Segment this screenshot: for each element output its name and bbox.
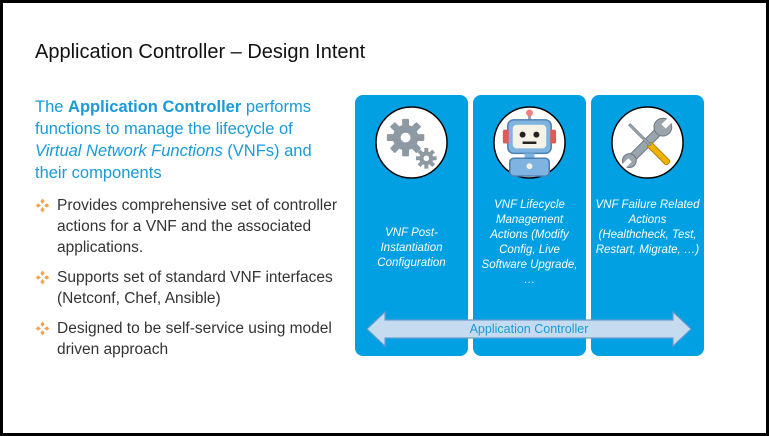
bullet-item: Provides comprehensive set of controller… — [35, 195, 345, 258]
panel-text: VNF Failure Related Actions (Healthcheck… — [595, 199, 700, 256]
bullet-item: Designed to be self-service using model … — [35, 318, 345, 360]
robot-icon — [493, 106, 566, 179]
arrow-label: Application Controller — [469, 322, 589, 336]
slide-title: Application Controller – Design Intent — [35, 41, 366, 63]
intro-emphasis: Virtual Network Functions — [35, 142, 223, 160]
intro-text-2: performs functions to manage the lifecyc… — [35, 98, 311, 138]
intro-paragraph: The Application Controller performs func… — [35, 96, 335, 184]
tools-icon — [611, 106, 684, 179]
intro-text-3: (VNFs) and their components — [35, 142, 312, 182]
bullet-text: Supports set of standard VNF interfaces … — [57, 269, 333, 307]
double-arrow-icon — [366, 311, 692, 347]
panel-text: VNF Post-Instantiation Configuration — [377, 227, 446, 269]
panel-text: VNF Lifecycle Management Actions (Modify… — [481, 199, 578, 286]
intro-text-1: The — [35, 98, 69, 116]
bullet-diamond-icon — [35, 270, 50, 285]
bullet-text: Designed to be self-service using model … — [57, 320, 332, 358]
bullet-list: Provides comprehensive set of controller… — [35, 195, 345, 369]
bullet-diamond-icon — [35, 321, 50, 336]
bullet-text: Provides comprehensive set of controller… — [57, 197, 337, 256]
gears-icon — [375, 106, 448, 179]
bullet-item: Supports set of standard VNF interfaces … — [35, 267, 345, 309]
intro-strong: Application Controller — [68, 98, 242, 116]
panel-failure-actions: VNF Failure Related Actions (Healthcheck… — [591, 95, 704, 356]
panel-lifecycle-management: VNF Lifecycle Management Actions (Modify… — [473, 95, 586, 356]
panel-post-instantiation: VNF Post-Instantiation Configuration — [355, 95, 468, 356]
bullet-diamond-icon — [35, 198, 50, 213]
